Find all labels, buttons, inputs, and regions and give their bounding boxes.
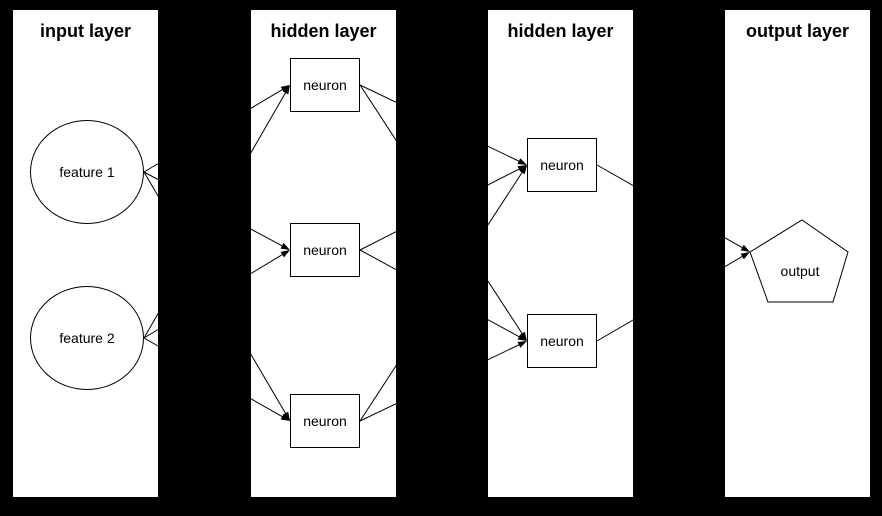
- node-hidden2-neuron-2-label: neuron: [540, 333, 584, 349]
- node-hidden1-neuron-3: neuron: [290, 394, 360, 448]
- node-hidden2-neuron-2: neuron: [527, 314, 597, 368]
- layer-title-output: output layer: [745, 21, 849, 41]
- node-hidden2-neuron-1: neuron: [527, 138, 597, 192]
- node-feature-1-label: feature 1: [59, 164, 115, 180]
- node-hidden1-neuron-1-label: neuron: [303, 77, 347, 93]
- layer-title-input: input layer: [39, 21, 132, 41]
- node-output-label: output: [781, 263, 820, 279]
- node-feature-2: feature 2: [30, 286, 144, 390]
- layer-title-hidden-2: hidden layer: [507, 21, 614, 41]
- node-feature-2-label: feature 2: [59, 330, 115, 346]
- pentagon-shape: [749, 219, 849, 303]
- node-hidden2-neuron-1-label: neuron: [540, 157, 584, 173]
- node-hidden1-neuron-1: neuron: [290, 58, 360, 112]
- panel-hidden-layer-2: hidden layer: [488, 10, 633, 497]
- layer-title-hidden-1: hidden layer: [270, 21, 377, 41]
- panel-input-layer: input layer: [13, 10, 158, 497]
- node-output: output: [749, 219, 849, 303]
- node-feature-1: feature 1: [30, 120, 144, 224]
- node-hidden1-neuron-2: neuron: [290, 223, 360, 277]
- node-hidden1-neuron-2-label: neuron: [303, 242, 347, 258]
- node-hidden1-neuron-3-label: neuron: [303, 413, 347, 429]
